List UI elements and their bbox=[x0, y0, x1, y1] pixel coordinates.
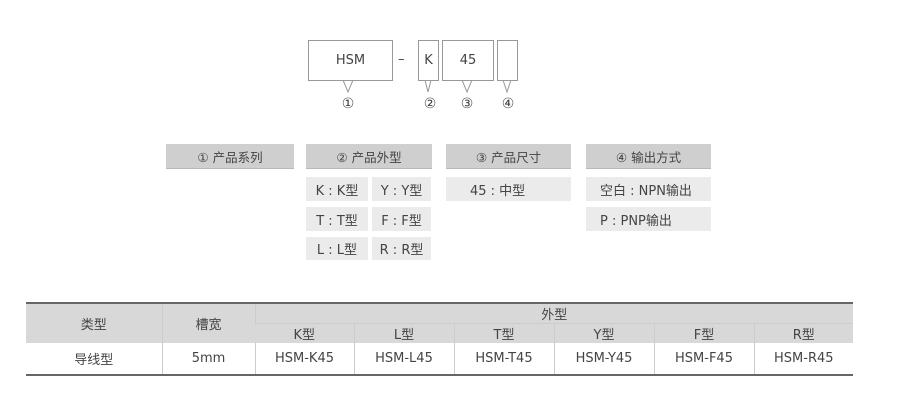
header-shape: 外型 bbox=[254, 303, 854, 324]
code-dash: – bbox=[398, 52, 405, 67]
shape-item: L : L型 bbox=[306, 237, 368, 260]
cell-model: HSM-Y45 bbox=[553, 343, 654, 375]
cell-model: HSM-T45 bbox=[453, 343, 554, 375]
table-row: 导线型 5mm HSM-K45 HSM-L45 HSM-T45 HSM-Y45 … bbox=[26, 343, 854, 375]
header-shape-t: T型 bbox=[453, 323, 554, 343]
code-shape-box: K bbox=[418, 40, 439, 81]
shape-item: R : R型 bbox=[372, 237, 431, 260]
output-item: P : PNP输出 bbox=[586, 207, 711, 231]
callout-tails bbox=[342, 79, 512, 94]
code-size-box: 45 bbox=[442, 40, 494, 81]
shape-item: F : F型 bbox=[372, 207, 431, 231]
shape-item: Y : Y型 bbox=[372, 177, 431, 201]
marker-1: ① bbox=[341, 96, 355, 112]
legend-shape-header: ② 产品外型 bbox=[306, 144, 432, 169]
header-slot: 槽宽 bbox=[161, 303, 255, 343]
marker-2: ② bbox=[423, 96, 437, 112]
header-shape-r: R型 bbox=[753, 323, 854, 343]
output-item: 空白 : NPN输出 bbox=[586, 177, 711, 201]
header-shape-k: K型 bbox=[255, 323, 354, 343]
shape-item: K : K型 bbox=[306, 177, 368, 201]
cell-model: HSM-R45 bbox=[753, 343, 854, 375]
header-shape-l: L型 bbox=[353, 323, 454, 343]
legend-series-header: ① 产品系列 bbox=[166, 144, 294, 169]
size-item: 45 : 中型 bbox=[446, 177, 571, 201]
cell-model: HSM-K45 bbox=[254, 343, 354, 375]
shape-item: T : T型 bbox=[306, 207, 368, 231]
code-series-box: HSM bbox=[308, 40, 393, 81]
cell-slot: 5mm bbox=[161, 343, 255, 375]
code-output-box bbox=[497, 40, 518, 81]
marker-3: ③ bbox=[460, 96, 474, 112]
model-table: 类型 槽宽 外型 K型 L型 T型 Y型 F型 R型 导线型 5mm HSM-K… bbox=[26, 302, 854, 376]
header-shape-f: F型 bbox=[653, 323, 754, 343]
cell-type: 导线型 bbox=[74, 353, 114, 368]
cell-model: HSM-F45 bbox=[653, 343, 754, 375]
marker-4: ④ bbox=[501, 96, 515, 112]
legend-size-header: ③ 产品尺寸 bbox=[446, 144, 571, 169]
header-type: 类型 bbox=[26, 303, 162, 343]
cell-model: HSM-L45 bbox=[353, 343, 454, 375]
legend-output-header: ④ 输出方式 bbox=[586, 144, 711, 169]
header-shape-y: Y型 bbox=[553, 323, 654, 343]
